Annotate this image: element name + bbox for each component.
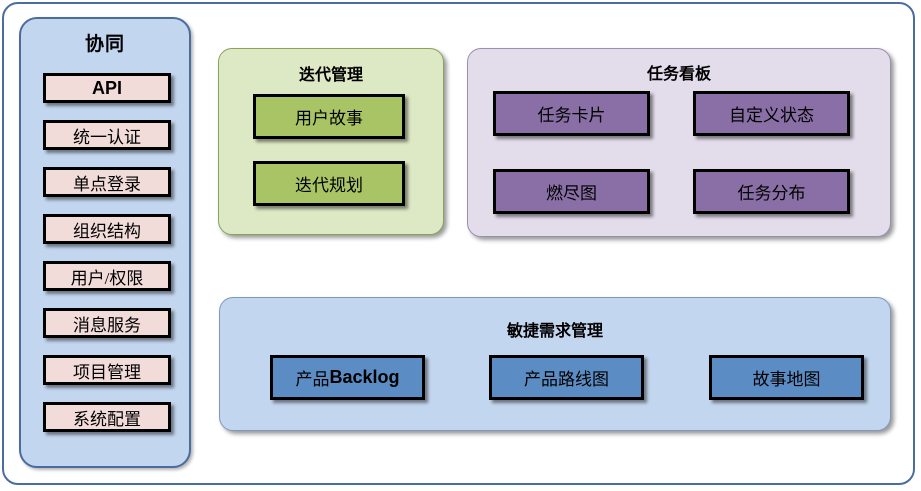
sidebar-item-org-structure[interactable]: 组织结构 (43, 214, 171, 244)
agile-item-product-backlog-cjk: 产品 (295, 370, 330, 389)
agile-item-product-backlog-latin: Backlog (329, 367, 400, 387)
outer-frame (2, 2, 915, 485)
sidebar-item-message-service[interactable]: 消息服务 (43, 308, 171, 338)
iteration-panel-title: 迭代管理 (298, 67, 363, 84)
sidebar-item-unified-auth[interactable]: 统一认证 (43, 120, 171, 150)
agile-panel-title: 敏捷需求管理 (506, 323, 603, 340)
iteration-management-panel: 迭代管理 用户故事 迭代规划 (218, 48, 444, 235)
agile-item-product-roadmap[interactable]: 产品路线图 (489, 355, 644, 400)
task-board-panel-title: 任务看板 (646, 66, 711, 83)
iteration-item-user-story[interactable]: 用户故事 (253, 94, 405, 139)
collaboration-sidebar-panel: 协同 API 统一认证 单点登录 组织结构 用户/权限 消息服务 项目管理 系统… (19, 17, 191, 468)
sidebar-item-user-permission[interactable]: 用户/权限 (43, 261, 171, 291)
iteration-item-iteration-planning[interactable]: 迭代规划 (253, 161, 405, 206)
sidebar-item-system-config[interactable]: 系统配置 (43, 402, 171, 432)
sidebar-item-api[interactable]: API (43, 73, 171, 103)
task-board-panel: 任务看板 任务卡片 自定义状态 燃尽图 任务分布 (467, 48, 891, 237)
taskboard-item-burndown-chart[interactable]: 燃尽图 (493, 169, 650, 214)
taskboard-item-custom-status[interactable]: 自定义状态 (693, 91, 850, 136)
agile-item-story-map[interactable]: 故事地图 (709, 355, 864, 400)
taskboard-item-task-distribution[interactable]: 任务分布 (693, 169, 850, 214)
sidebar-item-sso[interactable]: 单点登录 (43, 167, 171, 197)
sidebar-title: 协同 (84, 34, 125, 55)
sidebar-item-project-management[interactable]: 项目管理 (43, 355, 171, 385)
taskboard-item-task-card[interactable]: 任务卡片 (493, 91, 650, 136)
